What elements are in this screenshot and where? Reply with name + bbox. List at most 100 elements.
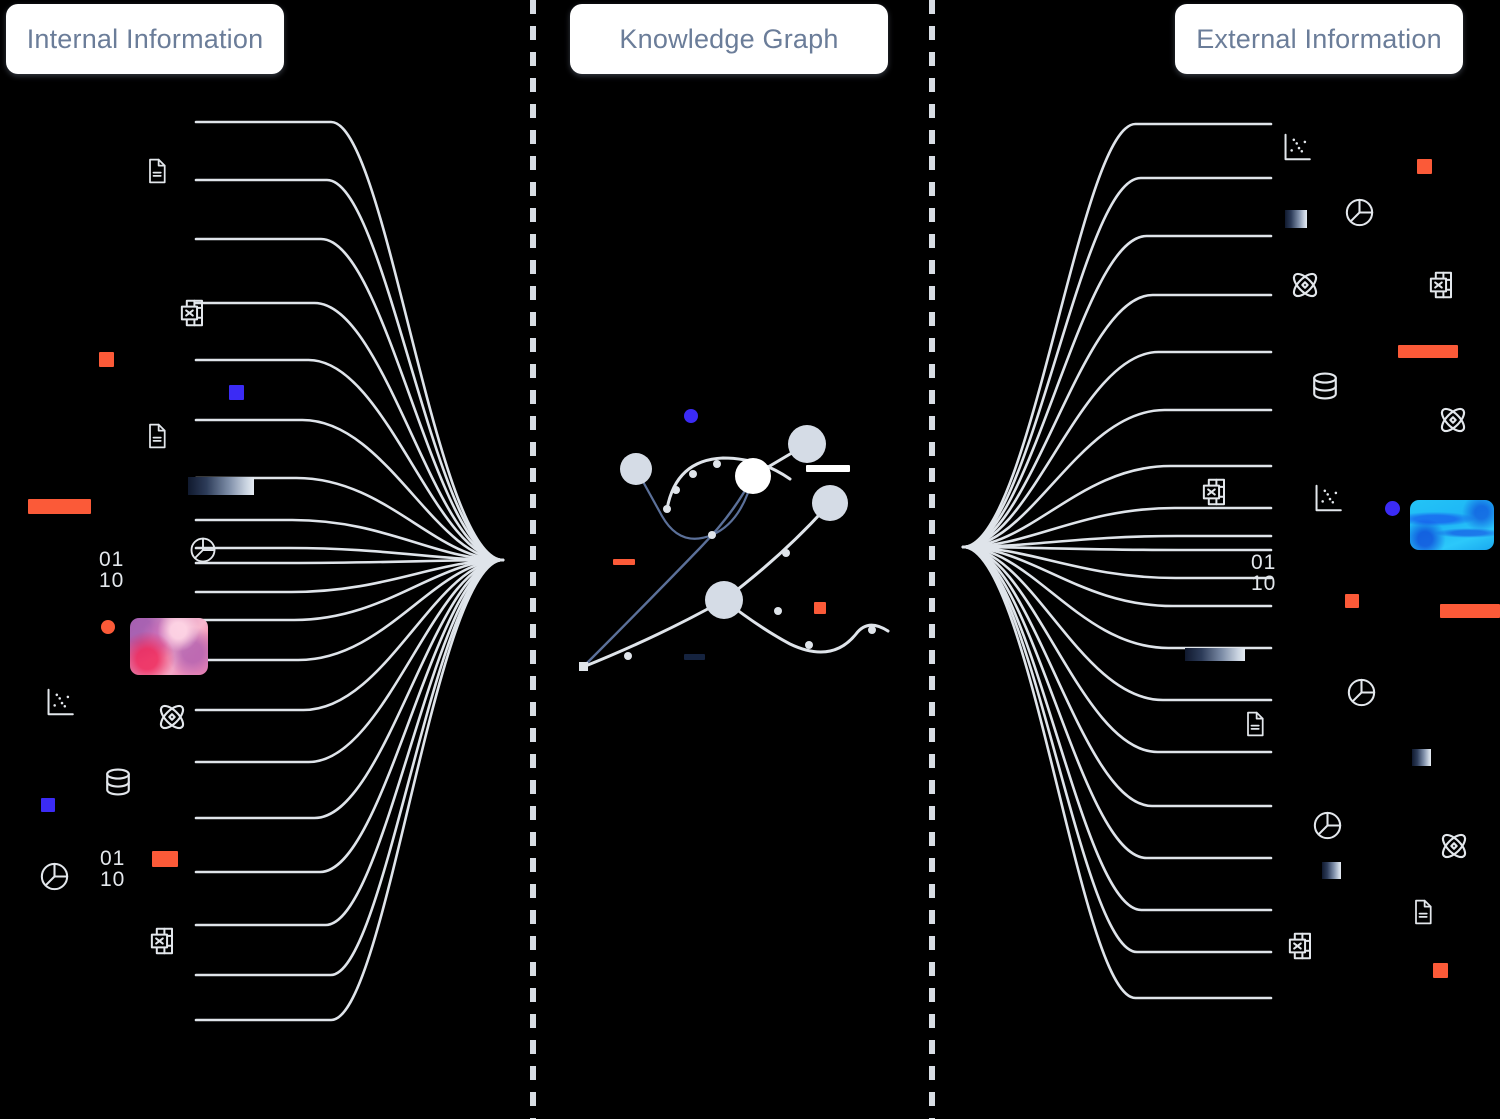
node-bottom[interactable] [705,581,743,619]
kg-edge-long-diagonal [581,474,755,669]
fan-right-line [961,545,1273,954]
swatch-white-bar [806,465,850,472]
swatch-blue-dot [684,409,698,423]
fan-right-line [961,545,1273,1000]
kg-edge-dot [713,460,721,468]
fan-left [194,120,505,1022]
swatch-orange-bar [152,851,178,867]
pie-chart-icon [38,860,71,893]
swatch-orange-bar-sm [613,559,635,565]
kg-edge-dot [774,607,782,615]
fan-left-line [194,558,505,712]
panel-label-internal-information[interactable]: Internal Information [6,4,284,74]
database-icon [1308,369,1342,403]
thumbnail-histology-pink [130,618,208,675]
kg-edge-dot [805,641,813,649]
swatch-blue-dot-r [1385,501,1400,516]
spreadsheet-icon [178,297,210,329]
molecule-icon [1288,268,1322,302]
fan-right [961,122,1273,1000]
kg-edge-dot [663,505,671,513]
fan-left-line [194,558,505,764]
pie-chart-icon [188,535,218,565]
kg-edge-left-to-mid [634,467,755,540]
divider-left [530,0,536,1119]
fan-right-line [961,293,1273,549]
swatch-blue-square [229,385,244,400]
document-icon [143,157,171,185]
database-icon [101,765,135,799]
gradient-bar-right-3 [1412,749,1431,766]
swatch-orange-square [99,352,114,367]
fan-left-line [194,558,505,1022]
node-right[interactable] [812,485,848,521]
kg-edge-dots [579,460,876,671]
fan-left-line [194,558,505,927]
spreadsheet-icon [148,925,180,957]
panel-label-knowledge-graph[interactable]: Knowledge Graph [570,4,888,74]
kg-edge-dot [689,470,697,478]
kg-edge-arc-top [665,456,792,511]
gradient-bar-right-4 [1322,862,1341,879]
fan-right-line [961,534,1273,549]
fan-right-line [961,545,1273,580]
spreadsheet-icon [1286,930,1318,962]
swatch-orange-square-r2 [1345,594,1359,608]
panel-label-text: External Information [1196,23,1442,54]
document-icon [1241,710,1269,738]
scatter-plot-icon [44,686,76,718]
gradient-bar-right-1 [1285,210,1307,228]
kg-edge-dot [708,531,716,539]
swatch-blue-square-2 [41,798,55,812]
swatch-orange-bar-wide [28,499,91,514]
gradient-bar-right-2 [1185,648,1245,661]
fan-right-line [961,350,1273,549]
kg-edge-dot [868,626,876,634]
kg-edge-dot [782,549,790,557]
kg-edge-mid-to-topright [751,442,809,478]
panel-label-external-information[interactable]: External Information [1175,4,1463,74]
fan-left-line [194,178,505,562]
document-icon [143,422,171,450]
spreadsheet-icon [1200,476,1232,508]
fan-left-line [194,301,505,562]
gradient-bar-left-1 [188,477,254,495]
pie-chart-icon [1343,196,1376,229]
pie-chart-icon [1345,676,1378,709]
fan-left-line [194,558,505,594]
fan-left-line [194,558,505,874]
fan-right-line [961,545,1273,860]
binary-label-left-2: 01 10 [100,847,126,891]
thumbnail-fluorescence-cyan [1410,500,1494,550]
swatch-orange-square-r1 [1417,159,1432,174]
node-top-right[interactable] [788,425,826,463]
spreadsheet-icon [1427,269,1459,301]
scatter-plot-icon [1312,482,1344,514]
fan-right-line [961,545,1273,912]
panel-label-text: Knowledge Graph [619,23,839,54]
fan-left-line [194,558,505,977]
fan-left-line [194,558,505,820]
node-left[interactable] [620,453,652,485]
kg-edge-bottom-right-tail [722,598,890,654]
fan-right-line [961,545,1273,650]
kg-edge-dot [624,652,632,660]
swatch-orange-square-r3 [1433,963,1448,978]
swatch-navy-bar [684,654,705,660]
kg-edges [581,442,890,669]
node-center-bright[interactable] [735,458,771,494]
scatter-plot-icon [1281,131,1313,163]
kg-edge-right-to-bottom [722,501,832,602]
swatch-orange-square-c [814,602,826,614]
fan-left-line [194,518,505,562]
fan-left-line [194,546,505,562]
binary-label-left-1: 01 10 [99,548,125,592]
swatch-orange-bar-r2 [1440,604,1500,618]
document-icon [1409,898,1437,926]
molecule-icon [1436,403,1470,437]
kg-nodes [620,425,848,619]
swatch-orange-bar-r1 [1398,345,1458,358]
fan-right-line [961,506,1273,549]
kg-edge-dot [672,486,680,494]
